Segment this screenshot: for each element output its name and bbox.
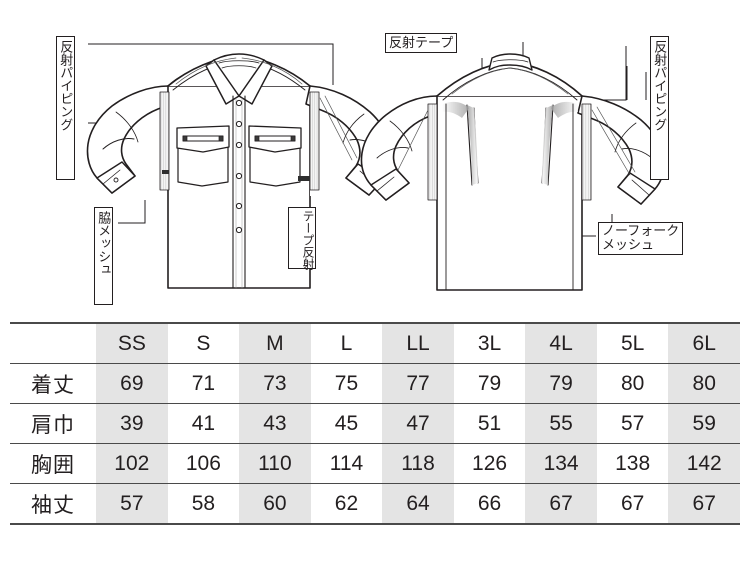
illustration-svg (86, 42, 665, 291)
cell-kyoui-s: 106 (167, 443, 240, 484)
cell-sodetake-s: 58 (167, 483, 240, 525)
size-column-header-ss: SS (96, 322, 168, 364)
callout-text-line1: ノーフォーク (602, 223, 680, 238)
cell-sodetake-5l: 67 (596, 483, 669, 525)
row-label-kitake: 着丈 (10, 363, 97, 404)
table-row: 着丈 69 71 73 75 77 79 79 80 80 (10, 363, 740, 404)
callout-text-col-right: 反射 (301, 246, 315, 270)
callout-text: 脇メッシュ (96, 211, 112, 276)
cell-kyoui-ll: 118 (382, 443, 454, 484)
cell-kitake-4l: 79 (525, 363, 597, 404)
shirt-spec-illustration (86, 42, 665, 291)
back-view (360, 53, 665, 291)
cell-kyoui-5l: 138 (596, 443, 669, 484)
row-label-kyoui: 胸囲 (10, 443, 97, 484)
callout-text: 反射パイピング (652, 40, 668, 131)
table-row: 袖丈 57 58 60 62 64 66 67 67 67 (10, 483, 740, 525)
callout-front-side-mesh: 脇メッシュ (94, 207, 114, 305)
cell-kyoui-ss: 102 (96, 443, 168, 484)
callout-text-col-left: テープ (301, 210, 315, 246)
callout-text-line2: メッシュ (602, 236, 655, 252)
cell-katahaba-l: 45 (310, 403, 383, 444)
cell-sodetake-ss: 57 (96, 483, 168, 525)
callout-back-reflective-tape: 反射テープ (385, 33, 458, 54)
callout-front-reflective-tape: テープ 反射 (288, 207, 316, 270)
cell-kitake-6l: 80 (668, 363, 740, 404)
cell-kyoui-m: 110 (239, 443, 311, 484)
cell-kitake-ss: 69 (96, 363, 168, 404)
cell-kyoui-3l: 126 (453, 443, 526, 484)
cell-kyoui-l: 114 (310, 443, 383, 484)
cell-katahaba-4l: 55 (525, 403, 597, 444)
size-table-body: 着丈 69 71 73 75 77 79 79 80 80 肩巾 39 41 4… (10, 363, 740, 525)
cell-kitake-5l: 80 (596, 363, 669, 404)
cell-sodetake-3l: 66 (453, 483, 526, 525)
table-row: 胸囲 102 106 110 114 118 126 134 138 142 (10, 443, 740, 484)
cell-sodetake-4l: 67 (525, 483, 597, 525)
cell-kitake-s: 71 (167, 363, 240, 404)
table-row: 肩巾 39 41 43 45 47 51 55 57 59 (10, 403, 740, 444)
cell-kitake-ll: 77 (382, 363, 454, 404)
cell-kyoui-4l: 134 (525, 443, 597, 484)
size-column-header-ll: LL (382, 322, 454, 364)
cell-katahaba-ll: 47 (382, 403, 454, 444)
size-column-header-5l: 5L (596, 322, 669, 364)
callout-text: 反射パイピング (58, 40, 74, 131)
cell-katahaba-s: 41 (167, 403, 240, 444)
cell-sodetake-6l: 67 (668, 483, 740, 525)
row-label-sodetake: 袖丈 (10, 483, 97, 525)
cell-sodetake-ll: 64 (382, 483, 454, 525)
cell-kitake-m: 73 (239, 363, 311, 404)
cell-katahaba-5l: 57 (596, 403, 669, 444)
size-column-header-6l: 6L (668, 322, 740, 364)
callout-front-reflective-piping: 反射パイピング (56, 36, 76, 180)
cell-katahaba-m: 43 (239, 403, 311, 444)
size-column-header-4l: 4L (525, 322, 597, 364)
size-table-head: SS S M L LL 3L 4L 5L 6L (10, 322, 740, 364)
cell-katahaba-3l: 51 (453, 403, 526, 444)
cell-sodetake-l: 62 (310, 483, 383, 525)
cell-sodetake-m: 60 (239, 483, 311, 525)
cell-katahaba-ss: 39 (96, 403, 168, 444)
callout-back-norfolk-mesh: ノーフォーク メッシュ (598, 222, 684, 255)
size-column-header-l: L (310, 322, 383, 364)
cell-kyoui-6l: 142 (668, 443, 740, 484)
cell-kitake-l: 75 (310, 363, 383, 404)
size-column-header-m: M (239, 322, 311, 364)
size-column-header-s: S (167, 322, 240, 364)
callout-text: 反射テープ (389, 35, 454, 50)
front-view (86, 53, 393, 289)
size-table: SS S M L LL 3L 4L 5L 6L 着丈 69 71 73 75 7… (10, 322, 740, 525)
cell-kitake-3l: 79 (453, 363, 526, 404)
row-label-katahaba: 肩巾 (10, 403, 97, 444)
size-column-header-3l: 3L (453, 322, 526, 364)
size-table-corner-cell (10, 322, 97, 364)
size-table-header-row: SS S M L LL 3L 4L 5L 6L (10, 322, 740, 364)
cell-katahaba-6l: 59 (668, 403, 740, 444)
callout-back-reflective-piping: 反射パイピング (650, 36, 670, 180)
